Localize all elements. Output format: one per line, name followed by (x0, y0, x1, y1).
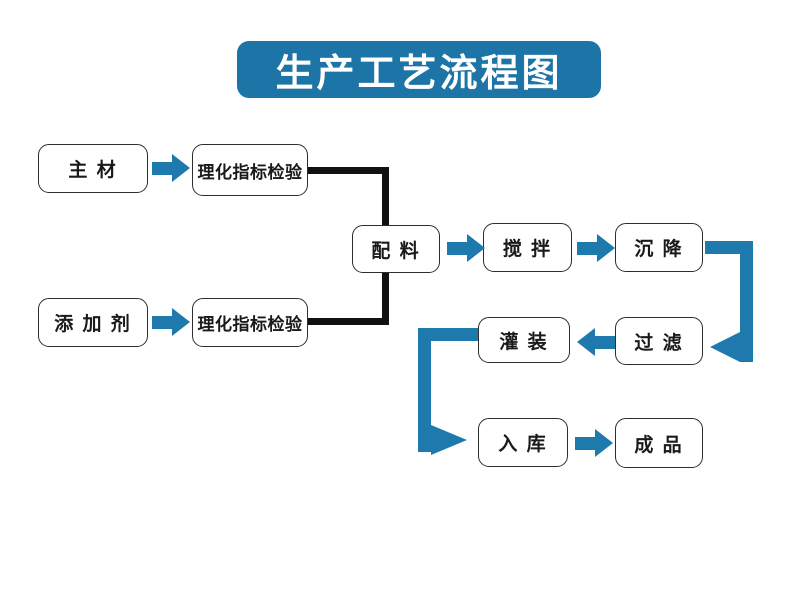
node-label-inspection-1: 理化指标检验 (197, 162, 303, 182)
node-inspection-1: 理化指标检验 (192, 144, 308, 196)
node-label-additive: 添 加 剂 (54, 314, 132, 335)
arrow-stirring-to-sedimentation (577, 234, 615, 262)
node-label-sedimentation: 沉 降 (634, 239, 684, 260)
line-inspection-2-vertical (382, 273, 389, 325)
line-inspection-1-horizontal (308, 167, 389, 174)
elbow-filling-horizontal (418, 328, 478, 341)
arrow-warehousing-to-finished-product (575, 429, 613, 457)
arrow-right-icon (595, 429, 613, 457)
arrow-bar (577, 241, 597, 255)
arrow-bar (447, 241, 467, 255)
node-filtration: 过 滤 (615, 317, 703, 365)
arrow-mixing-to-stirring (447, 234, 485, 262)
arrow-right-icon (597, 234, 615, 262)
node-label-main-material: 主 材 (68, 160, 118, 181)
node-label-inspection-2: 理化指标检验 (197, 315, 303, 334)
arrow-right-icon (467, 234, 485, 262)
arrow-bar (152, 161, 172, 175)
arrow-bar (595, 335, 615, 349)
title-banner: 生产工艺流程图 (237, 41, 601, 98)
node-main-material: 主 材 (38, 144, 148, 193)
arrow-main-material-to-inspection-1 (152, 154, 190, 182)
line-inspection-1-vertical (382, 167, 389, 225)
arrow-left-icon (577, 328, 595, 356)
node-label-mixing: 配 料 (371, 240, 421, 262)
node-label-stirring: 搅 拌 (502, 239, 553, 260)
arrow-bar (575, 436, 595, 450)
arrow-right-icon (172, 154, 190, 182)
node-label-filling: 灌 装 (499, 331, 549, 353)
arrow-additive-to-inspection-2 (152, 308, 190, 336)
node-sedimentation: 沉 降 (615, 223, 703, 272)
arrow-right-icon (172, 308, 190, 336)
node-mixing: 配 料 (352, 225, 440, 273)
elbow-filling-vertical (418, 328, 431, 452)
node-additive: 添 加 剂 (38, 298, 148, 347)
page-title: 生产工艺流程图 (275, 53, 563, 95)
arrow-right-icon (431, 425, 467, 455)
arrow-filtration-to-filling (577, 328, 615, 356)
arrow-bar (152, 315, 172, 329)
node-warehousing: 入 库 (478, 418, 568, 467)
line-inspection-2-horizontal (308, 318, 389, 325)
arrow-left-icon (710, 332, 740, 362)
node-label-filtration: 过 滤 (634, 332, 684, 354)
node-label-finished-product: 成 品 (634, 434, 684, 456)
node-stirring: 搅 拌 (483, 223, 572, 272)
elbow-sedimentation-vertical (740, 241, 753, 362)
node-finished-product: 成 品 (615, 418, 703, 468)
node-inspection-2: 理化指标检验 (192, 298, 308, 347)
node-label-warehousing: 入 库 (498, 434, 548, 455)
node-filling: 灌 装 (478, 317, 570, 363)
